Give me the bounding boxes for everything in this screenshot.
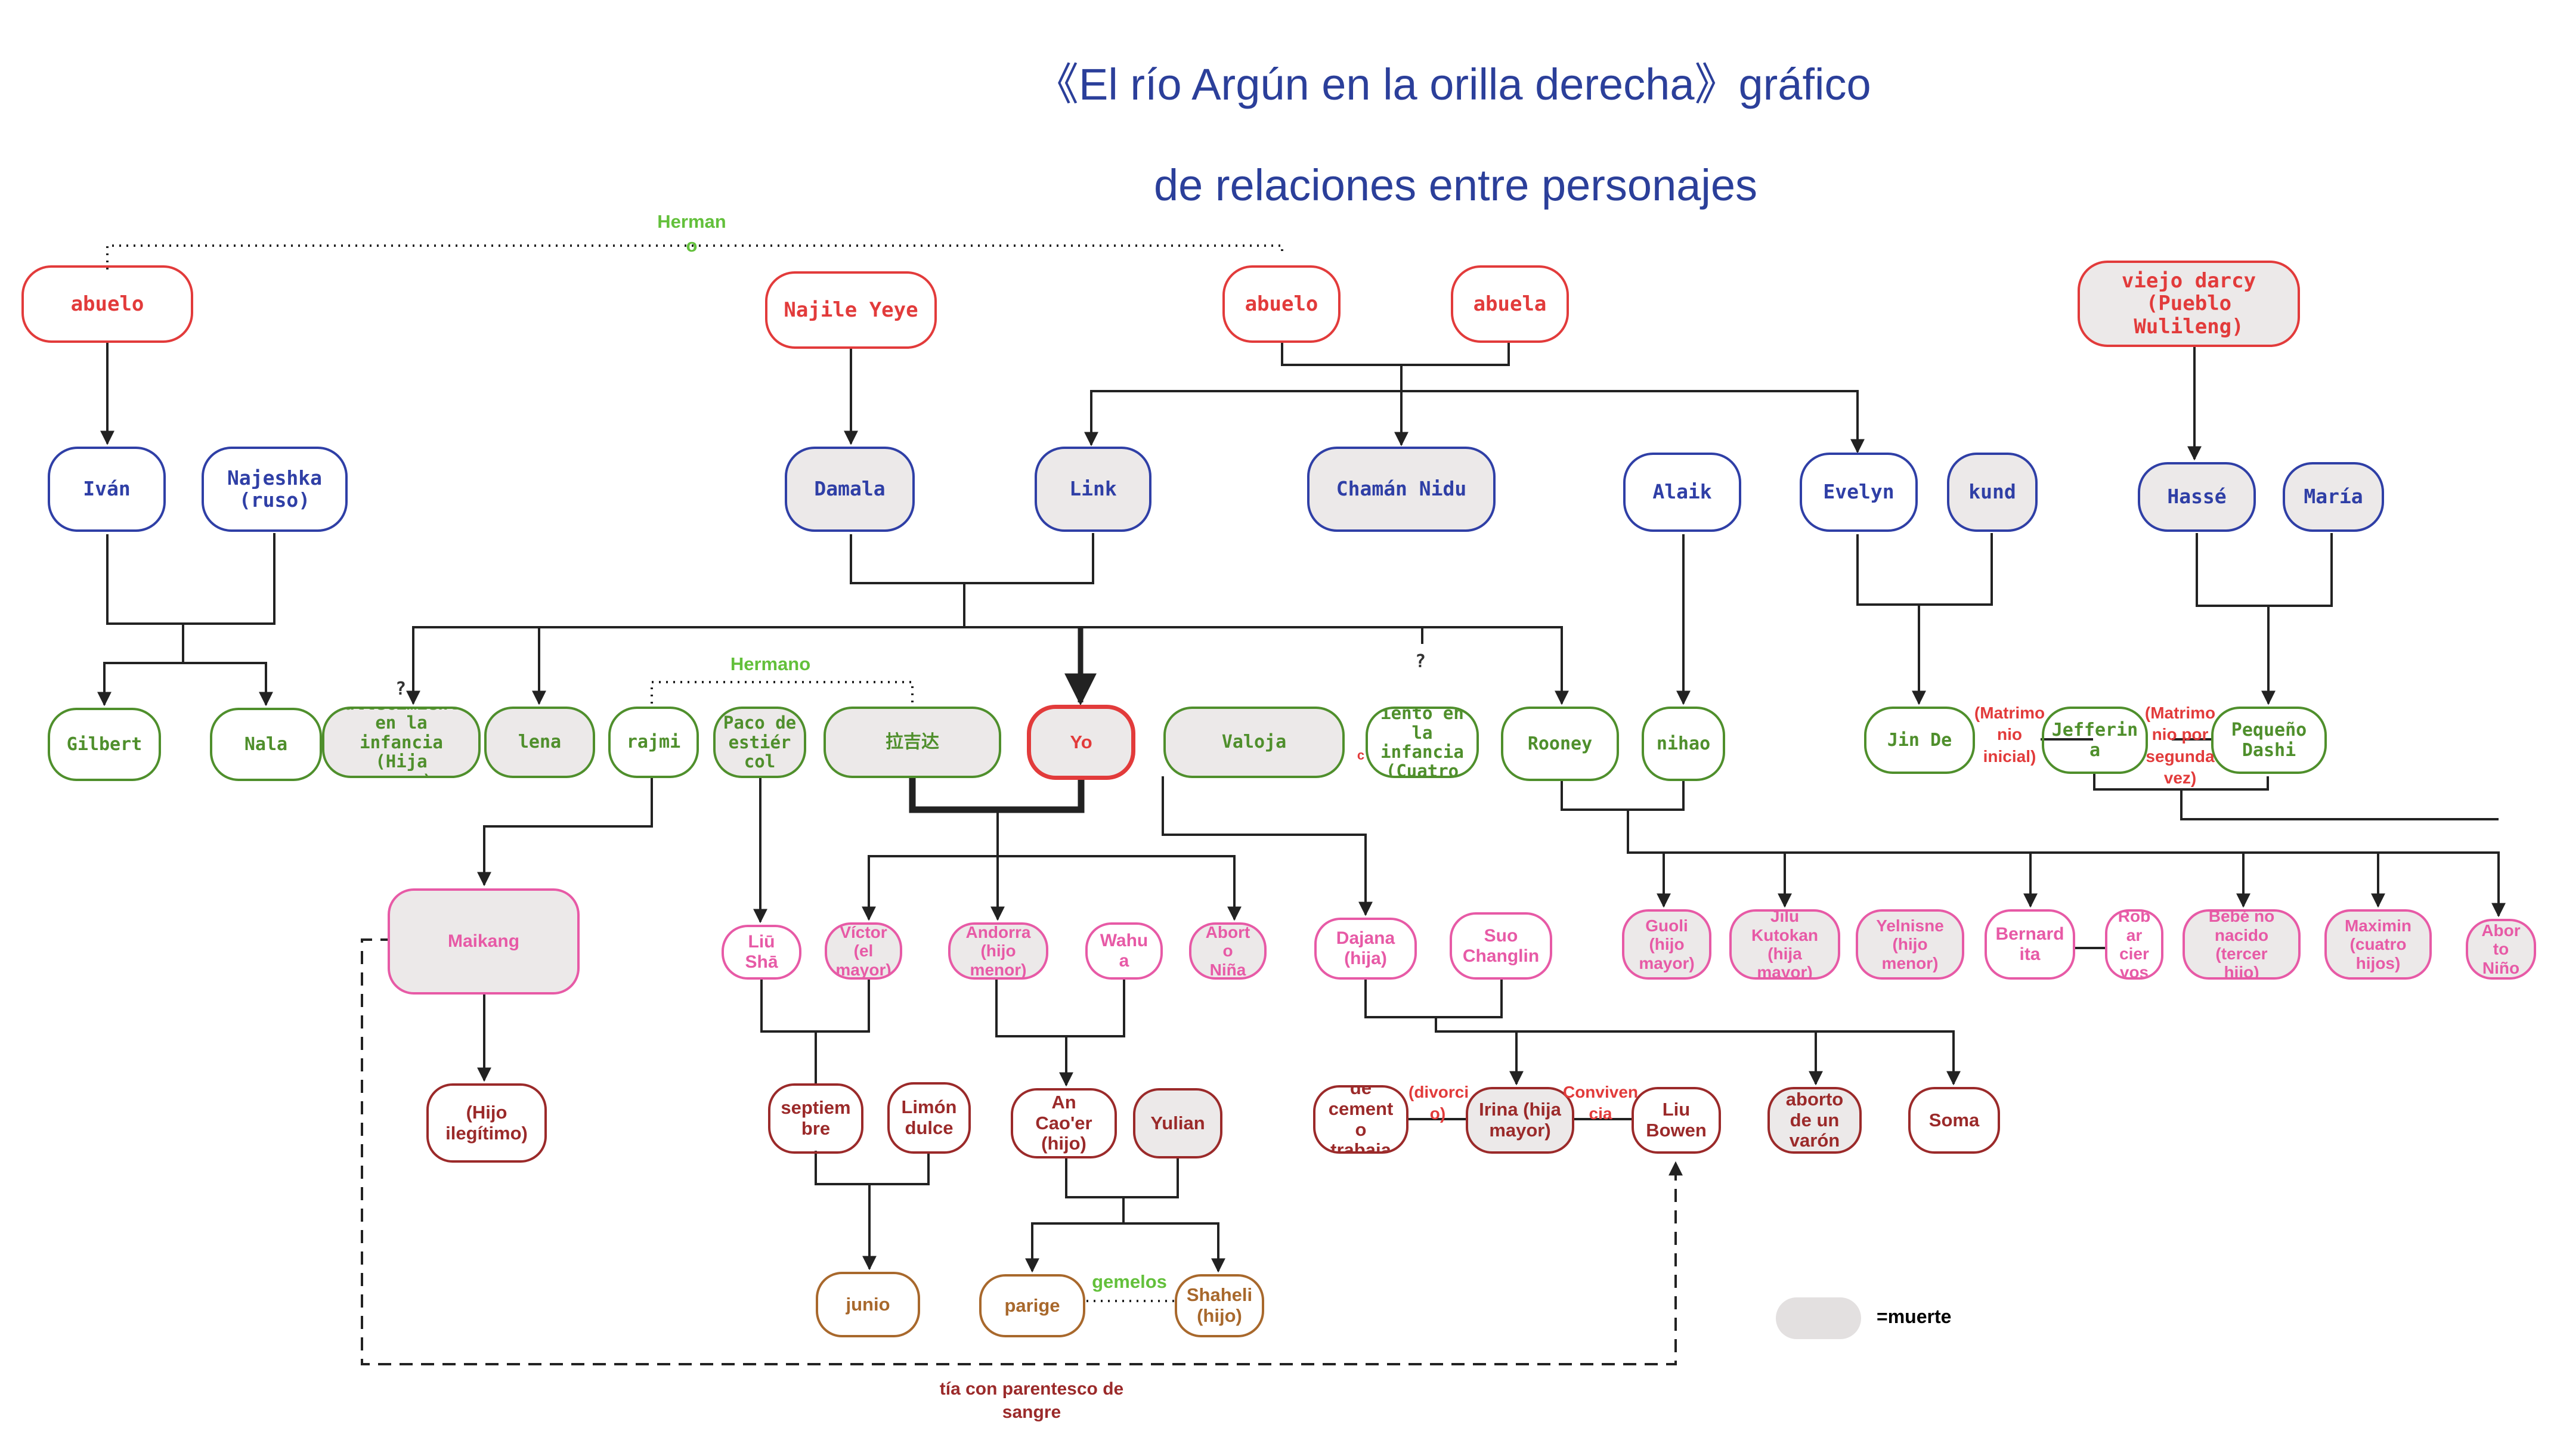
node-yulian[interactable]: Yulian: [1133, 1088, 1222, 1158]
label-hermano-mid: Hermano: [730, 653, 811, 674]
label-hermano-top: Herman o: [657, 211, 726, 256]
node-bernardita[interactable]: Bernard ita: [1985, 909, 2075, 980]
edge-ivan-couple: [103, 533, 275, 704]
node-chaman-nidu[interactable]: Chamán Nidu: [1307, 447, 1496, 532]
node-fabrica-de-cemento[interactable]: fábrica de cement o trabaja dores: [1313, 1085, 1408, 1154]
node-yo[interactable]: Yo: [1027, 705, 1135, 780]
edge-damala-link-couple: [412, 533, 1563, 702]
edge-dajana-suo-couple: [1364, 978, 1955, 1083]
node-aborto-varon[interactable]: aborto de un varón: [1767, 1087, 1862, 1154]
node-ivan[interactable]: Iván: [48, 447, 166, 532]
label-question-right: ?: [1414, 651, 1426, 672]
node-fallecimiento-cuatro-hijas[interactable]: Fallecim iento en la infancia (Cuatro hi…: [1366, 707, 1479, 778]
label-divorcio: (divorci o): [1408, 1083, 1469, 1123]
label-tia-parentesco: tía con parentesco de sangre: [939, 1379, 1124, 1422]
node-najile-yeye[interactable]: Najile Yeye: [765, 271, 937, 349]
node-aborto-nina[interactable]: Abort o Niña: [1189, 922, 1267, 980]
node-jin-de[interactable]: Jin De: [1864, 707, 1975, 774]
node-bebe-no-nacido[interactable]: Bebé no nacido (tercer hijo): [2183, 909, 2301, 980]
label-gemelos: gemelos: [1092, 1271, 1167, 1292]
node-andorra[interactable]: Andorra (hijo menor): [948, 922, 1048, 980]
node-aborto-nino[interactable]: Abor to Niño: [2466, 919, 2536, 980]
node-maikang[interactable]: Maikang: [388, 888, 580, 995]
node-paco-de-estiercol[interactable]: Paco de estiér col: [713, 707, 806, 778]
diagram-title-line-2: de relaciones entre personajes: [1154, 160, 1757, 210]
node-liu-bowen[interactable]: Liu Bowen: [1632, 1087, 1721, 1154]
edge-evelyn-kund: [1856, 533, 1993, 704]
label-convivencia: Conviven cia: [1562, 1083, 1639, 1123]
node-rooney[interactable]: Rooney: [1501, 707, 1619, 781]
node-wahua[interactable]: Wahu a: [1085, 922, 1163, 980]
node-jefferina[interactable]: Jefferin a: [2042, 707, 2148, 774]
node-viejo-darcy[interactable]: viejo darcy (Pueblo Wulileng): [2078, 261, 2300, 347]
node-damala[interactable]: Damala: [785, 447, 915, 532]
node-hijo-ilegitimo[interactable]: (Hijo ilegítimo): [426, 1083, 547, 1163]
node-najeshka[interactable]: Najeshka (ruso): [202, 447, 348, 532]
node-irina[interactable]: Irina (hija mayor): [1466, 1087, 1574, 1154]
label-question-left: ?: [395, 679, 407, 699]
node-limon-dulce[interactable]: Limón dulce: [887, 1082, 971, 1154]
node-rajmi[interactable]: rajmi: [608, 707, 699, 778]
dashed-tia: [361, 938, 1683, 1365]
node-liu-sha[interactable]: Liū Shā: [722, 925, 801, 980]
diagram-title-line-1: 《El río Argún en la orilla derecha》gráfi…: [1035, 60, 1871, 109]
node-maximin[interactable]: Maximin (cuatro hijos): [2324, 909, 2432, 980]
node-shaheli[interactable]: Shaheli (hijo): [1175, 1274, 1264, 1337]
node-gilbert[interactable]: Gilbert: [48, 708, 161, 781]
node-alaik[interactable]: Alaik: [1623, 453, 1741, 532]
edge-liu-victor-couple: [760, 978, 870, 1085]
node-valoja[interactable]: Valoja: [1163, 707, 1345, 778]
node-abuelo-mid[interactable]: abuelo: [1222, 265, 1341, 343]
edge-andorra-wahua-couple: [995, 978, 1125, 1085]
edge-hasse-maria: [2196, 533, 2333, 704]
node-an-caoer[interactable]: An Cao'er (hijo): [1011, 1088, 1117, 1158]
node-soma[interactable]: Soma: [1908, 1087, 2000, 1154]
node-nihao[interactable]: nihao: [1642, 707, 1725, 781]
node-junio[interactable]: junio: [816, 1272, 920, 1337]
edge-abuelos-children: [1090, 341, 1859, 445]
node-abuela[interactable]: abuela: [1451, 265, 1569, 343]
node-lajida[interactable]: 拉吉达: [824, 707, 1001, 778]
node-yelnisne[interactable]: Yelnisne (hijo menor): [1856, 909, 1964, 980]
node-dajana[interactable]: Dajana (hija): [1314, 918, 1417, 980]
label-matrimonio-segunda: (Matrimo nio por segunda vez): [2144, 704, 2216, 788]
node-suo-changlin[interactable]: Suo Changlin: [1450, 912, 1552, 980]
edge-sept-limon-couple: [815, 1151, 930, 1269]
edge-jefferina-dashi-couple: [2093, 738, 2499, 820]
node-victor[interactable]: Víctor (el mayor): [825, 922, 902, 980]
edge-ancaoer-yulian-couple: [1031, 1157, 1219, 1270]
edge-rajmi-maikang: [477, 776, 653, 887]
node-evelyn[interactable]: Evelyn: [1800, 453, 1918, 532]
edge-valoja-dajana: [1162, 776, 1373, 916]
edge-lajida-yo-couple: [909, 776, 1085, 813]
node-hasse[interactable]: Hassé: [2138, 462, 2256, 532]
node-parige[interactable]: parige: [979, 1274, 1085, 1337]
legend-deceased-swatch: [1776, 1297, 1861, 1339]
node-guoli[interactable]: Guoli (hijo mayor): [1622, 909, 1711, 980]
node-fallecimiento-hija-mayor[interactable]: Fallecimiento en la infancia (Hija mayor…: [322, 707, 481, 778]
node-jilu-kutokan[interactable]: Jilu Kutokan (hija mayor): [1729, 909, 1840, 980]
node-kund[interactable]: kund: [1947, 453, 2038, 532]
node-maria[interactable]: María: [2283, 462, 2384, 532]
node-abuelo-left[interactable]: abuelo: [21, 265, 193, 343]
legend-deceased-label: =muerte: [1877, 1306, 1952, 1327]
dotted-hermano-rajmi: [651, 681, 914, 704]
node-pequeno-dashi[interactable]: Pequeño Dashi: [2211, 707, 2327, 774]
label-matrimonio-inicial: (Matrimo nio inicial): [1974, 704, 2045, 766]
label-stray-c: c: [1357, 748, 1365, 763]
edge-rooney-nihao-couple: [1561, 779, 2500, 916]
node-nala[interactable]: Nala: [210, 708, 322, 781]
node-lena[interactable]: lena: [484, 707, 595, 778]
node-septiembre[interactable]: septiem bre: [768, 1083, 863, 1154]
edge-yo-children: [868, 810, 1236, 918]
node-link[interactable]: Link: [1035, 447, 1151, 532]
node-robarciervos[interactable]: Rob ar cier vos: [2105, 909, 2163, 980]
dotted-link-abuelos: [106, 244, 1283, 269]
